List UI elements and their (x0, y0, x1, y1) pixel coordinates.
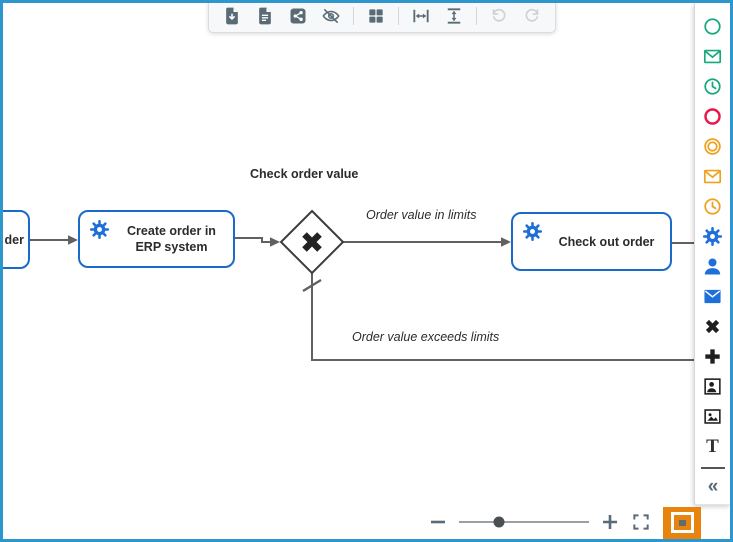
image-icon (704, 408, 721, 424)
task-create-order-erp[interactable]: Create order in ERP system (78, 210, 235, 268)
palette-parallel-gateway[interactable] (698, 341, 728, 371)
palette-timer-start-event[interactable] (698, 71, 728, 101)
service-task-gear-icon (522, 221, 543, 242)
palette-intermediate-event[interactable] (698, 131, 728, 161)
file-download-icon (226, 7, 238, 25)
task-label: Create order in ERP system (127, 223, 216, 254)
sequence-flows (30, 237, 696, 361)
gateway-label[interactable]: Check order value (250, 167, 359, 181)
palette-timer-intermediate-event[interactable] (698, 191, 728, 221)
export-image-button[interactable] (219, 4, 245, 28)
service-task-gear-icon (89, 219, 110, 240)
distribute-v-icon (447, 8, 461, 24)
undo-button (486, 4, 512, 28)
palette-message-start-event[interactable] (698, 41, 728, 71)
task-label: der (4, 232, 24, 247)
flow-label-exceeds-limits[interactable]: Order value exceeds limits (352, 330, 500, 344)
palette-exclusive-gateway[interactable] (698, 311, 728, 341)
exclusive-gateway-shape[interactable] (279, 209, 345, 275)
envelope-solid-icon (704, 289, 721, 303)
clock-icon (704, 197, 721, 215)
zoom-slider-thumb[interactable] (493, 516, 505, 527)
gateway-x-icon (302, 232, 322, 252)
palette-participant[interactable] (698, 371, 728, 401)
fullscreen-button[interactable] (631, 512, 651, 532)
share-button[interactable] (285, 4, 311, 28)
overview-toggle-button[interactable] (663, 506, 701, 539)
toolbar-divider (476, 7, 477, 25)
file-lines-icon (259, 7, 271, 25)
envelope-icon (703, 169, 722, 183)
palette-end-event[interactable] (698, 101, 728, 131)
user-icon (704, 257, 721, 275)
zoom-out-button[interactable] (429, 513, 447, 531)
top-toolbar (208, 0, 556, 33)
user-frame-icon (704, 377, 721, 395)
overview-icon (670, 512, 694, 533)
grid-icon (369, 9, 383, 23)
palette-message-intermediate-event[interactable] (698, 161, 728, 191)
palette-text-annotation[interactable]: T (698, 431, 728, 461)
double-circle-icon (704, 137, 721, 155)
share-icon (290, 8, 306, 24)
eye-off-icon (322, 9, 340, 23)
redo-button (519, 4, 545, 28)
grid-layout-button[interactable] (363, 4, 389, 28)
redo-icon (525, 8, 539, 22)
circle-icon (704, 17, 721, 35)
palette-service-task[interactable] (698, 221, 728, 251)
palette-user-task[interactable] (698, 251, 728, 281)
arrowheads (68, 235, 511, 247)
undo-icon (492, 8, 506, 22)
envelope-icon (703, 49, 722, 63)
distribute-horizontally-button[interactable] (408, 4, 434, 28)
gear-icon (702, 226, 723, 246)
element-palette: T« (694, 3, 730, 505)
flow-label-in-limits[interactable]: Order value in limits (366, 208, 477, 222)
x-marker-icon (705, 319, 720, 333)
zoom-in-button[interactable] (601, 513, 619, 531)
palette-send-task[interactable] (698, 281, 728, 311)
clock-icon (704, 77, 721, 95)
task-clipped[interactable]: der (0, 210, 30, 269)
palette-divider (700, 467, 725, 469)
collapse-icon: « (707, 475, 719, 497)
toolbar-divider (353, 7, 354, 25)
distribute-vertically-button[interactable] (441, 4, 467, 28)
zoom-slider[interactable] (459, 516, 589, 527)
plus-marker-icon (705, 348, 720, 364)
default-flow-marker (302, 278, 322, 293)
distribute-h-icon (413, 9, 429, 23)
palette-start-event[interactable] (698, 11, 728, 41)
export-document-button[interactable] (252, 4, 278, 28)
task-label: Check out order (558, 234, 655, 249)
palette-image-element[interactable] (698, 401, 728, 431)
letter-t-icon: T (706, 435, 719, 457)
hide-elements-button[interactable] (318, 4, 344, 28)
task-check-out-order[interactable]: Check out order (511, 212, 672, 271)
toolbar-divider (398, 7, 399, 25)
palette-collapse-palette[interactable]: « (698, 471, 728, 501)
zoom-controls (429, 505, 701, 539)
circle-bold-icon (704, 107, 721, 125)
